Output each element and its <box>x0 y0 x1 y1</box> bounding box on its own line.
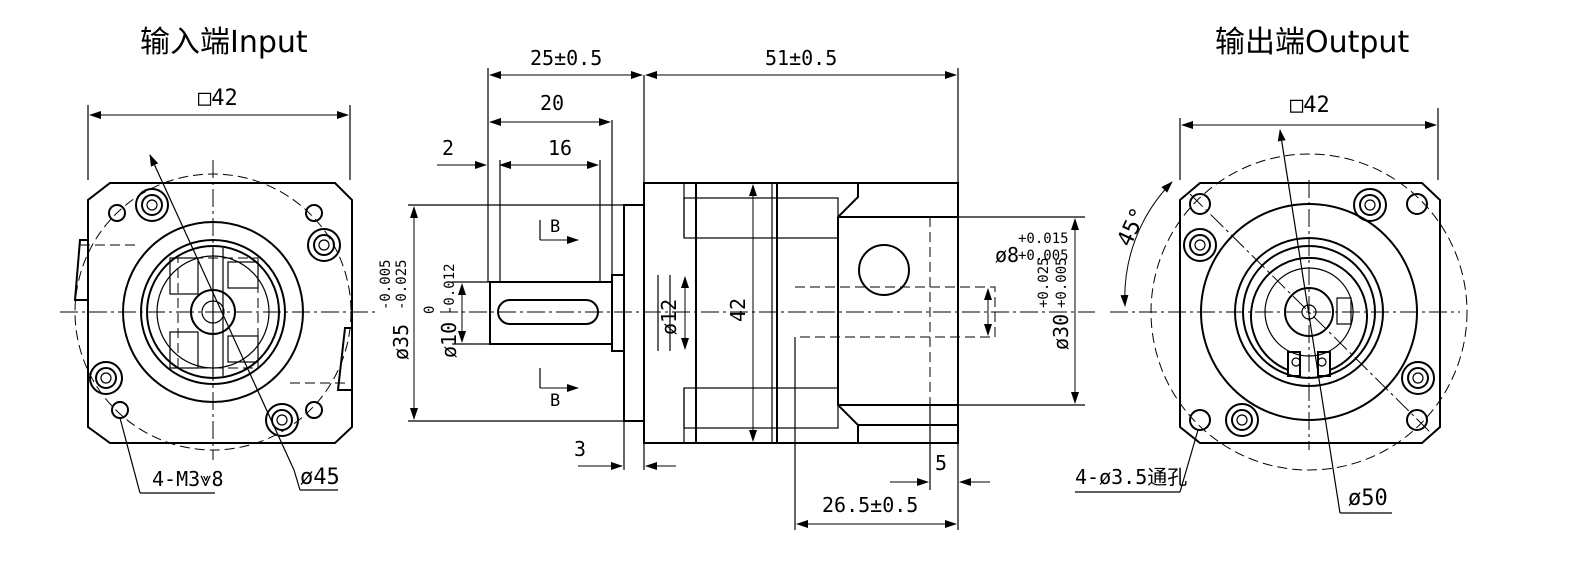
shaft-in-dia: ø10 <box>437 322 461 358</box>
dim-12: ø12 <box>657 299 681 335</box>
output-through-hole <box>1189 193 1211 215</box>
output-square-dim: □42 <box>1290 93 1330 118</box>
input-holes-label: 4-M3⩔8 <box>152 467 224 491</box>
shaft-out-tol-dn: +0.005 <box>1018 248 1069 264</box>
output-pcd-label: ø50 <box>1348 486 1388 511</box>
pilot-out-tol-up: +0.025 <box>1036 257 1052 308</box>
output-screw <box>1183 228 1217 262</box>
pilot-out-tol-dn: +0.005 <box>1054 257 1070 308</box>
dim-25: 25±0.5 <box>530 46 602 70</box>
input-title: 输入端Input <box>140 25 308 60</box>
output-title: 输出端Output <box>1215 25 1409 60</box>
input-square-dim: □42 <box>198 86 238 111</box>
input-tapped-hole <box>305 204 323 222</box>
pilot-in-dia: ø35 <box>389 324 413 360</box>
dim-42: 42 <box>726 298 750 322</box>
output-screw <box>1401 361 1435 395</box>
section-mark-top: B <box>550 217 560 237</box>
side-view: 25±0.5 51±0.5 20 16 2 B B ø35 -0.005 -0.… <box>378 46 1095 530</box>
dim-20: 20 <box>540 91 564 115</box>
dim-3: 3 <box>574 437 586 461</box>
output-angle: 45° <box>1113 204 1152 251</box>
input-end-view: □42 <box>60 86 375 494</box>
shaft-out-dia: ø8 <box>995 243 1019 267</box>
input-screw-hole <box>89 361 123 395</box>
input-screw-hole <box>307 228 341 262</box>
dim-26-5: 26.5±0.5 <box>822 493 918 517</box>
output-screw <box>1353 188 1387 222</box>
output-end-view: □42 45° <box>1075 93 1468 514</box>
pilot-in-tol-up: -0.005 <box>378 259 394 310</box>
section-mark-bottom: B <box>550 391 560 411</box>
input-tapped-hole <box>108 204 126 222</box>
output-through-hole <box>1406 409 1428 431</box>
input-tapped-hole <box>111 401 129 419</box>
dim-16: 16 <box>548 136 572 160</box>
input-screw-hole <box>135 188 169 222</box>
input-screw-hole <box>265 403 299 437</box>
pilot-out-dia: ø30 <box>1049 314 1073 350</box>
dim-2: 2 <box>442 136 454 160</box>
output-through-hole <box>1189 409 1211 431</box>
input-tapped-hole <box>305 401 323 419</box>
output-holes-label: 4-ø3.5通孔 <box>1075 465 1187 489</box>
output-through-hole <box>1406 193 1428 215</box>
output-screw <box>1225 403 1259 437</box>
shaft-in-tol-up: 0 <box>422 306 438 314</box>
input-pcd-label: ø45 <box>300 465 340 490</box>
pilot-in-tol-dn: -0.025 <box>394 259 410 310</box>
shaft-in-tol-dn: -0.012 <box>442 263 458 314</box>
dim-5: 5 <box>935 451 947 475</box>
dim-51: 51±0.5 <box>765 46 837 70</box>
shaft-out-tol-up: +0.015 <box>1018 231 1069 247</box>
